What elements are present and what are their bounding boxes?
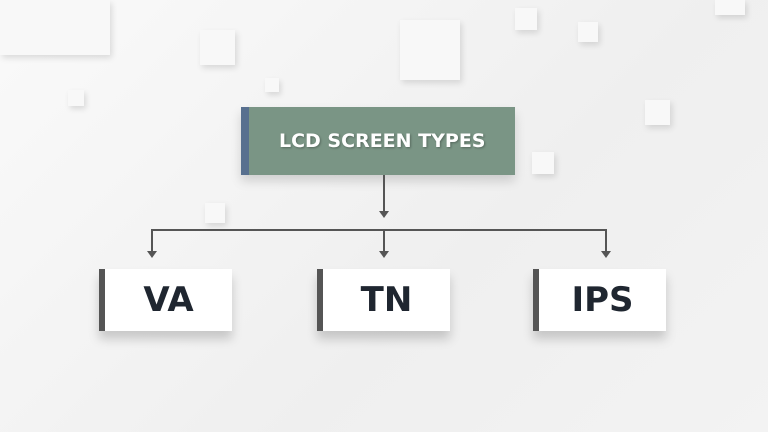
decor-cube bbox=[578, 22, 598, 42]
node-label: TN bbox=[360, 280, 413, 320]
connector bbox=[151, 229, 607, 231]
root-label: LCD SCREEN TYPES bbox=[279, 130, 486, 152]
accent-bar bbox=[317, 269, 323, 331]
decor-cube bbox=[532, 152, 554, 174]
arrow-head bbox=[147, 251, 157, 258]
node-label: VA bbox=[143, 280, 194, 320]
connector bbox=[383, 175, 385, 213]
root-node: LCD SCREEN TYPES bbox=[241, 107, 515, 175]
connector bbox=[383, 229, 385, 251]
decor-cube bbox=[715, 0, 745, 15]
connector bbox=[605, 229, 607, 251]
connector bbox=[151, 229, 153, 251]
accent-bar bbox=[533, 269, 539, 331]
node-va: VA bbox=[99, 269, 232, 331]
decor-cube bbox=[515, 8, 537, 30]
node-tn: TN bbox=[317, 269, 450, 331]
decor-cube bbox=[205, 203, 225, 223]
decor-cube bbox=[0, 0, 110, 55]
accent-bar bbox=[99, 269, 105, 331]
node-ips: IPS bbox=[533, 269, 666, 331]
arrow-head bbox=[379, 211, 389, 218]
decor-cube bbox=[645, 100, 670, 125]
arrow-head bbox=[379, 251, 389, 258]
decor-cube bbox=[400, 20, 460, 80]
decor-cube bbox=[265, 78, 279, 92]
accent-bar bbox=[241, 107, 249, 175]
decor-cube bbox=[200, 30, 235, 65]
node-label: IPS bbox=[571, 280, 634, 320]
arrow-head bbox=[601, 251, 611, 258]
decor-cube bbox=[68, 90, 84, 106]
